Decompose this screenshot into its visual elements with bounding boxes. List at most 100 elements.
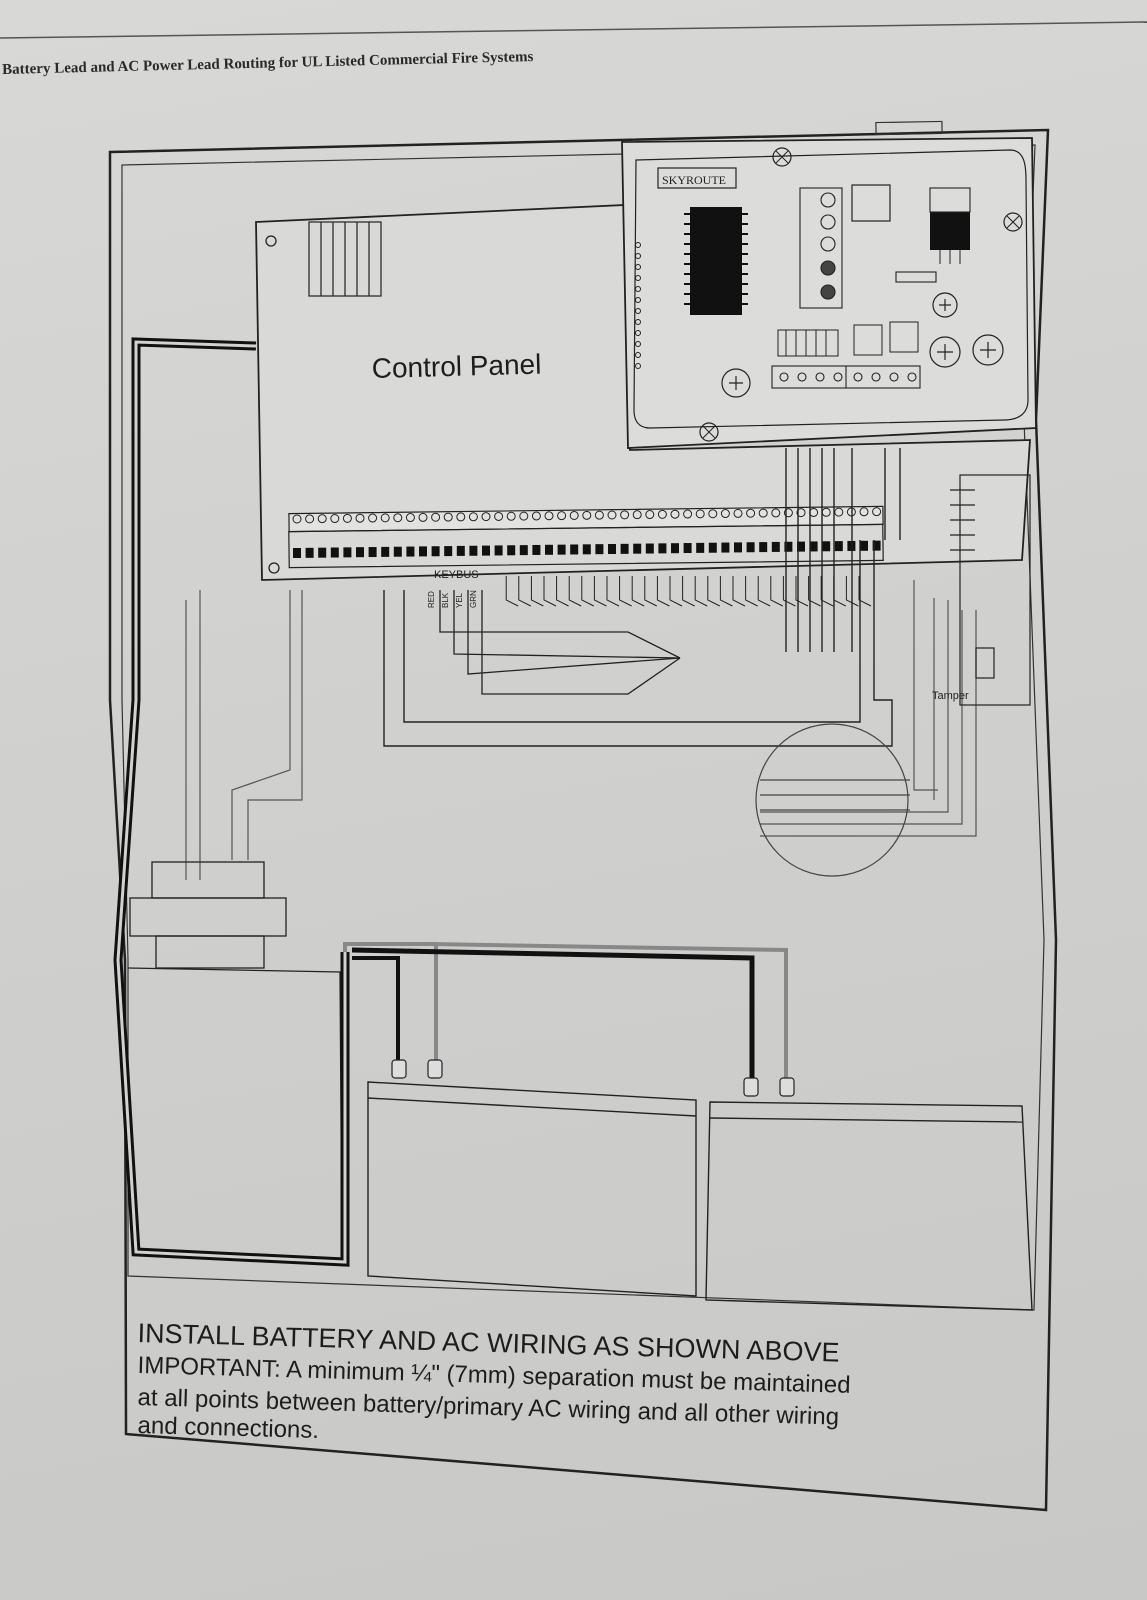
terminal-contact <box>608 544 616 554</box>
header-pins <box>635 242 641 369</box>
ac-power-lead <box>113 337 350 1267</box>
terminal-screw <box>431 512 441 522</box>
terminal-screw <box>380 513 390 523</box>
terminal-lead <box>631 576 645 607</box>
terminal-lead <box>656 576 670 607</box>
battery-connectors <box>391 1059 795 1097</box>
terminal-screw <box>720 509 730 519</box>
terminal-contact <box>318 547 327 558</box>
terminal-contact <box>570 544 579 555</box>
keybus-wire-yel: YEL <box>455 592 464 608</box>
status-leds <box>799 187 843 309</box>
terminal-contact <box>734 542 742 553</box>
terminal-screw <box>468 512 478 522</box>
terminal-lead <box>858 576 872 607</box>
battery-right <box>705 1101 1033 1311</box>
terminal-screw <box>859 507 869 517</box>
terminal-screw <box>594 510 604 520</box>
terminal-lead <box>820 576 834 607</box>
terminal-screw <box>342 513 352 523</box>
cabinet-outline <box>108 128 1058 1512</box>
title-rule <box>0 21 1147 39</box>
regulator <box>930 212 970 250</box>
terminal-contact <box>469 545 478 556</box>
keybus-wires <box>439 590 681 695</box>
terminal-contact <box>671 543 679 554</box>
terminal-screw <box>670 509 680 519</box>
terminal-contact <box>746 542 755 553</box>
terminal-contact <box>721 542 730 553</box>
terminal-lead <box>619 576 632 607</box>
terminal-screw <box>292 514 302 524</box>
terminal-screw <box>683 509 693 519</box>
mount-hole-top <box>265 235 277 247</box>
terminal-blocks <box>292 507 882 558</box>
terminal-screw <box>632 510 642 520</box>
terminal-screw <box>443 512 453 522</box>
diode <box>895 271 937 283</box>
terminal-screw <box>330 514 340 524</box>
terminal-screw <box>620 510 630 520</box>
terminal-lead <box>757 576 771 607</box>
terminal-screw <box>405 513 415 523</box>
terminal-contact <box>293 548 301 558</box>
terminal-contact <box>507 545 516 556</box>
battery-leads <box>343 942 788 1078</box>
terminal-lead <box>782 576 796 607</box>
terminal-screw <box>645 510 655 520</box>
terminal-screw <box>506 511 516 521</box>
terminal-contact <box>645 543 654 554</box>
terminal-contact <box>393 546 402 557</box>
keybus-label: KEYBUS <box>434 569 479 581</box>
terminal-contact <box>431 546 440 557</box>
terminal-screw <box>393 513 403 523</box>
terminal-contact <box>582 544 591 555</box>
terminal-contact <box>545 544 553 555</box>
terminal-lead <box>606 576 620 607</box>
terminal-contact <box>696 542 705 553</box>
terminal-lead <box>707 576 721 607</box>
terminal-contact <box>482 545 490 556</box>
tamper-label: Tamper <box>932 690 969 702</box>
terminal-contact <box>519 545 528 556</box>
terminal-screw <box>746 508 756 518</box>
terminal-contact <box>860 540 868 551</box>
terminal-contact <box>532 544 541 555</box>
keybus-wire-labels: RED BLK YEL GRN <box>427 590 478 608</box>
terminal-contact <box>356 547 364 558</box>
skyroute-brand: SKYROUTE <box>662 173 726 187</box>
terminal-contact <box>809 541 818 552</box>
terminal-leads <box>505 576 872 607</box>
terminal-screw <box>456 512 466 522</box>
terminal-lead <box>518 576 532 607</box>
terminal-screw <box>418 512 428 522</box>
terminal-screw <box>834 507 844 517</box>
battery-left <box>367 1081 697 1297</box>
keybus-wire-grn: GRN <box>469 590 478 608</box>
terminal-contact <box>494 545 503 556</box>
terminal-screw <box>569 510 579 520</box>
terminal-screw <box>657 509 667 519</box>
terminal-screw <box>695 509 705 519</box>
terminal-screw <box>531 511 541 521</box>
module-screw-top <box>772 147 792 167</box>
terminal-screw <box>582 510 592 520</box>
terminal-lead <box>845 576 859 607</box>
keybus-wire-blk: BLK <box>441 592 450 608</box>
module-to-panel-wires <box>383 448 901 747</box>
terminal-contact <box>595 544 604 555</box>
terminal-screw <box>771 508 781 518</box>
microchip <box>690 207 742 315</box>
module-screw-bottom <box>699 422 719 442</box>
terminal-contact <box>343 547 352 558</box>
terminal-lead <box>745 576 758 607</box>
terminal-lead <box>568 576 582 607</box>
terminal-contact <box>557 544 566 555</box>
terminal-contact <box>419 546 427 557</box>
terminal-lead <box>543 576 557 607</box>
terminal-screw <box>305 514 315 524</box>
terminal-contact <box>797 541 805 552</box>
terminal-contact <box>620 543 629 554</box>
terminal-lead <box>593 576 607 607</box>
